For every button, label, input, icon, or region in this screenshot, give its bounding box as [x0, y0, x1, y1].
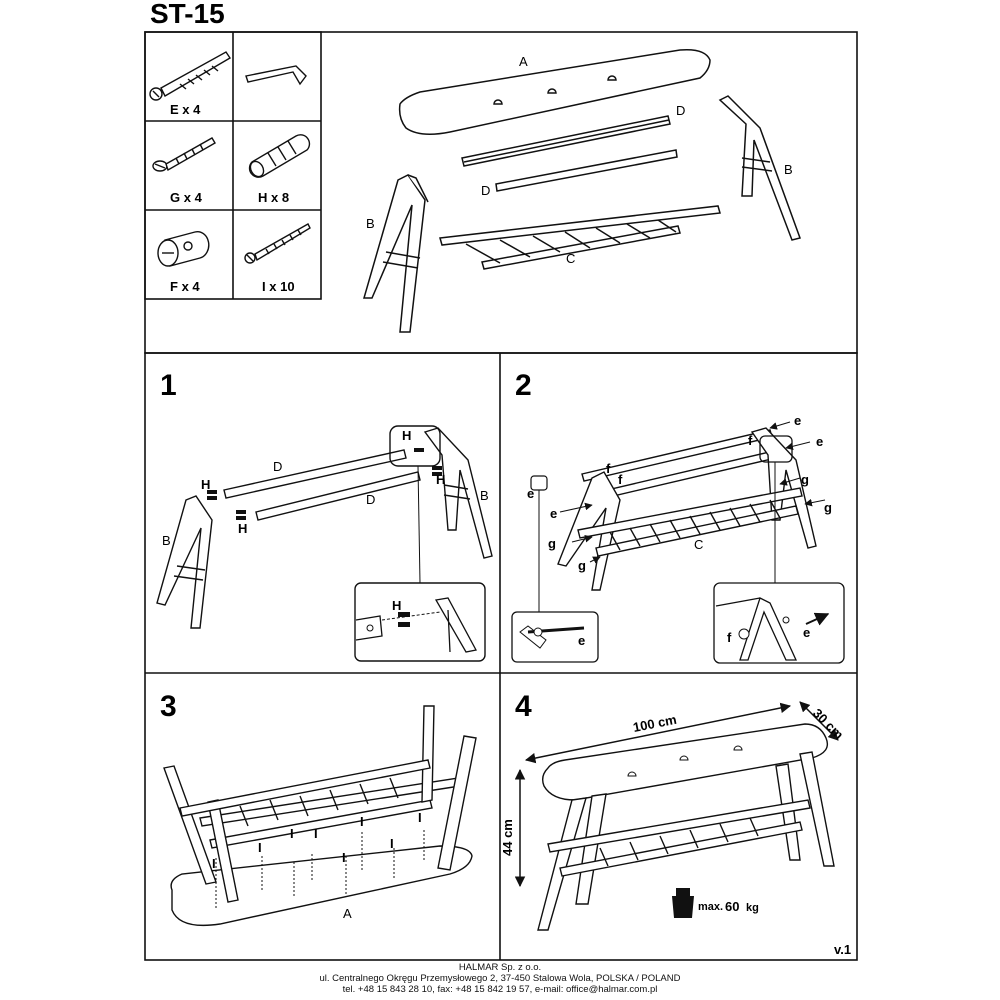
- hardware-cell-h: H x 8: [248, 134, 311, 205]
- footer: HALMAR Sp. z o.o. ul. Centralnego Okręgu…: [0, 962, 1000, 995]
- svg-text:C: C: [694, 537, 703, 552]
- barrel-nut-icon: [157, 230, 210, 267]
- label-b: B: [366, 216, 375, 231]
- hardware-qty: 4: [193, 102, 201, 117]
- svg-text:I: I: [314, 826, 318, 841]
- label-c: C: [566, 251, 575, 266]
- height-label: 44 cm: [500, 819, 515, 856]
- label-d: D: [676, 103, 685, 118]
- svg-text:f: f: [606, 461, 611, 476]
- length-dimension-line: [524, 702, 792, 764]
- part-labels: A D D C B B: [366, 54, 793, 266]
- part-b-legs-left: [363, 174, 429, 333]
- footer-address: ul. Centralnego Okręgu Przemysłowego 2, …: [319, 973, 681, 984]
- svg-text:e: e: [578, 633, 585, 648]
- svg-text:g: g: [801, 472, 809, 487]
- svg-text:A: A: [343, 906, 352, 921]
- wood-screw-icon: [244, 223, 311, 264]
- step-2-detail-right: f e: [713, 582, 845, 664]
- step-1-detail: H: [354, 582, 486, 662]
- svg-text:H: H: [436, 472, 445, 487]
- bolt-icon: [149, 51, 231, 101]
- step-4: 4 100 cm 30 cm 44 cm max. 60 kg v.1: [500, 690, 851, 957]
- document-title: ST-15: [150, 0, 225, 29]
- svg-text:F x 4: F x 4: [170, 279, 200, 294]
- step-number: 4: [515, 690, 532, 723]
- screw-drop-indicators: [215, 830, 425, 908]
- svg-text:H: H: [402, 428, 411, 443]
- part-d-rail-2: [495, 149, 678, 192]
- max-load-prefix: max.: [698, 901, 723, 913]
- max-load-unit: kg: [746, 902, 759, 914]
- dowel-icon: [248, 134, 311, 178]
- hardware-code: E: [170, 102, 179, 117]
- step-3: 3 I I I I I I I I A: [160, 690, 477, 927]
- svg-text:D: D: [366, 492, 375, 507]
- max-load-value: 60: [725, 899, 739, 914]
- depth-dimension-line: [799, 701, 839, 741]
- hardware-cell-i: I x 10: [244, 223, 311, 294]
- svg-text:D: D: [273, 459, 282, 474]
- svg-text:f: f: [748, 433, 753, 448]
- svg-text:e: e: [527, 486, 534, 501]
- hardware-cell-g: G x 4: [152, 137, 216, 205]
- svg-text:H x 8: H x 8: [258, 190, 289, 205]
- hardware-cell-key: [245, 65, 307, 86]
- svg-text:H: H: [392, 598, 401, 613]
- part-b-legs-right: [718, 95, 801, 241]
- svg-text:f: f: [727, 630, 732, 645]
- svg-text:H: H: [201, 477, 210, 492]
- version-label: v.1: [834, 942, 851, 957]
- label-d: D: [481, 183, 490, 198]
- svg-text:B: B: [162, 533, 171, 548]
- part-c-shelf: [439, 205, 721, 270]
- svg-text:I x 10: I x 10: [262, 279, 295, 294]
- label-a: A: [519, 54, 528, 69]
- svg-text:B: B: [480, 488, 489, 503]
- svg-text:I: I: [258, 840, 262, 855]
- svg-text:e: e: [803, 625, 810, 640]
- svg-text:e: e: [816, 434, 823, 449]
- svg-text:H: H: [238, 521, 247, 536]
- screw-icon: [152, 137, 216, 172]
- svg-text:I: I: [212, 856, 216, 871]
- hardware-cell-e: E x 4: [149, 51, 231, 117]
- exploded-parts: [363, 48, 801, 333]
- step-number: 3: [160, 690, 177, 723]
- step-2-detail-left: e: [511, 611, 599, 663]
- svg-text:g: g: [548, 536, 556, 551]
- svg-text:f: f: [618, 472, 623, 487]
- svg-text:e: e: [794, 413, 801, 428]
- svg-text:g: g: [824, 500, 832, 515]
- svg-text:E x 4: E x 4: [170, 102, 201, 117]
- svg-text:g: g: [578, 558, 586, 573]
- detail-circle: [389, 425, 441, 467]
- svg-text:I: I: [290, 826, 294, 841]
- svg-text:e: e: [550, 506, 557, 521]
- step-number: 2: [515, 369, 532, 402]
- step-grid: [144, 352, 858, 961]
- hardware-cell-f: F x 4: [157, 230, 210, 294]
- step-2: 2 e e f f f e e g g g: [511, 369, 845, 664]
- step-1: 1 H H H H D D B B: [156, 369, 493, 662]
- footer-contact: tel. +48 15 843 28 10, fax: +48 15 842 1…: [342, 984, 658, 995]
- svg-text:G x 4: G x 4: [170, 190, 203, 205]
- footer-company: HALMAR Sp. z o.o.: [458, 962, 542, 973]
- step-number: 1: [160, 369, 177, 402]
- svg-text:I: I: [342, 850, 346, 865]
- label-b: B: [784, 162, 793, 177]
- svg-text:I: I: [418, 810, 422, 825]
- svg-text:I: I: [390, 836, 394, 851]
- allen-key-icon: [245, 65, 307, 86]
- svg-text:I: I: [360, 814, 364, 829]
- weight-icon: [672, 888, 694, 918]
- length-label: 100 cm: [632, 712, 678, 735]
